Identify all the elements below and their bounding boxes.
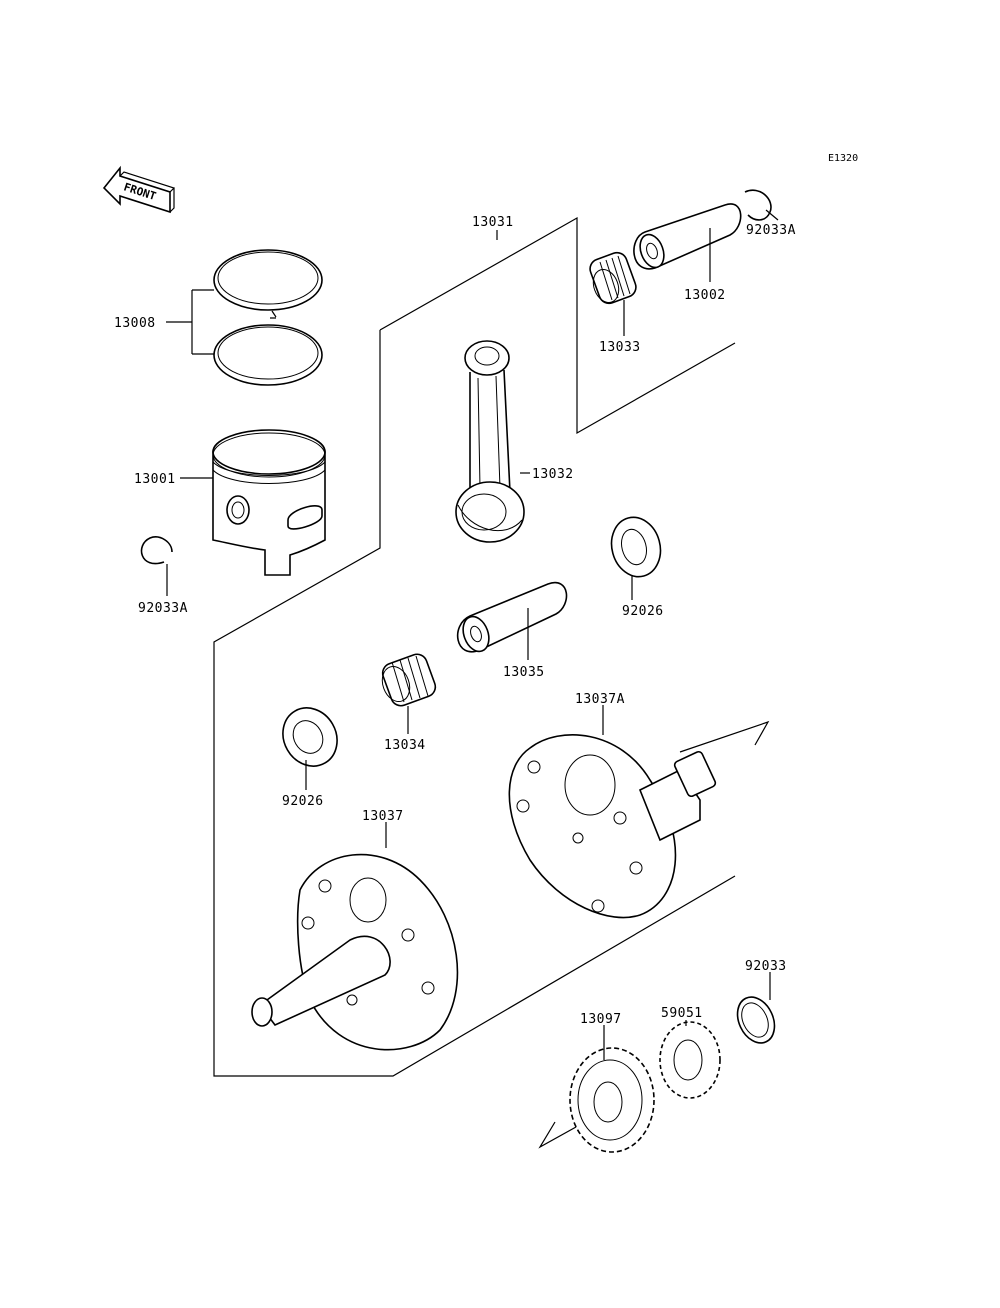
assembly-outline xyxy=(213,216,770,1149)
front-arrow-icon: FRONT xyxy=(102,165,176,214)
label-92026-left: 92026 xyxy=(282,794,324,809)
label-92033: 92033 xyxy=(745,959,787,974)
connecting-rod xyxy=(455,340,525,543)
diagram-code: E1320 xyxy=(828,153,858,164)
circlip-top xyxy=(744,189,772,221)
needle-bearing-bottom xyxy=(381,653,437,707)
label-59051: 59051 xyxy=(661,1006,703,1021)
piston-rings xyxy=(213,249,323,386)
label-92033A-left: 92033A xyxy=(138,601,188,616)
gear-small xyxy=(659,1021,721,1099)
piston xyxy=(212,429,326,576)
gear-large xyxy=(569,1047,655,1153)
label-13037: 13037 xyxy=(362,809,404,824)
label-13031: 13031 xyxy=(472,215,514,230)
crankshaft-half-right xyxy=(508,734,717,919)
label-13035: 13035 xyxy=(503,665,545,680)
thrust-washer-left xyxy=(282,707,338,767)
circlip-left xyxy=(140,536,173,565)
circlip-bottom xyxy=(736,996,776,1044)
label-13002: 13002 xyxy=(684,288,726,303)
needle-bearing-top xyxy=(589,251,637,305)
crankshaft-half-left xyxy=(251,853,459,1051)
label-13037A: 13037A xyxy=(575,692,625,707)
label-13097: 13097 xyxy=(580,1012,622,1027)
label-13033: 13033 xyxy=(599,340,641,355)
label-13034: 13034 xyxy=(384,738,426,753)
thrust-washer-right xyxy=(610,516,662,578)
label-92033A-top: 92033A xyxy=(746,223,796,238)
label-13001: 13001 xyxy=(134,472,176,487)
crank-pin xyxy=(456,581,568,653)
piston-pin xyxy=(633,203,742,270)
label-13008: 13008 xyxy=(114,316,156,331)
label-92026-right: 92026 xyxy=(622,604,664,619)
leader-lines xyxy=(166,209,779,1060)
label-13032: 13032 xyxy=(532,467,574,482)
